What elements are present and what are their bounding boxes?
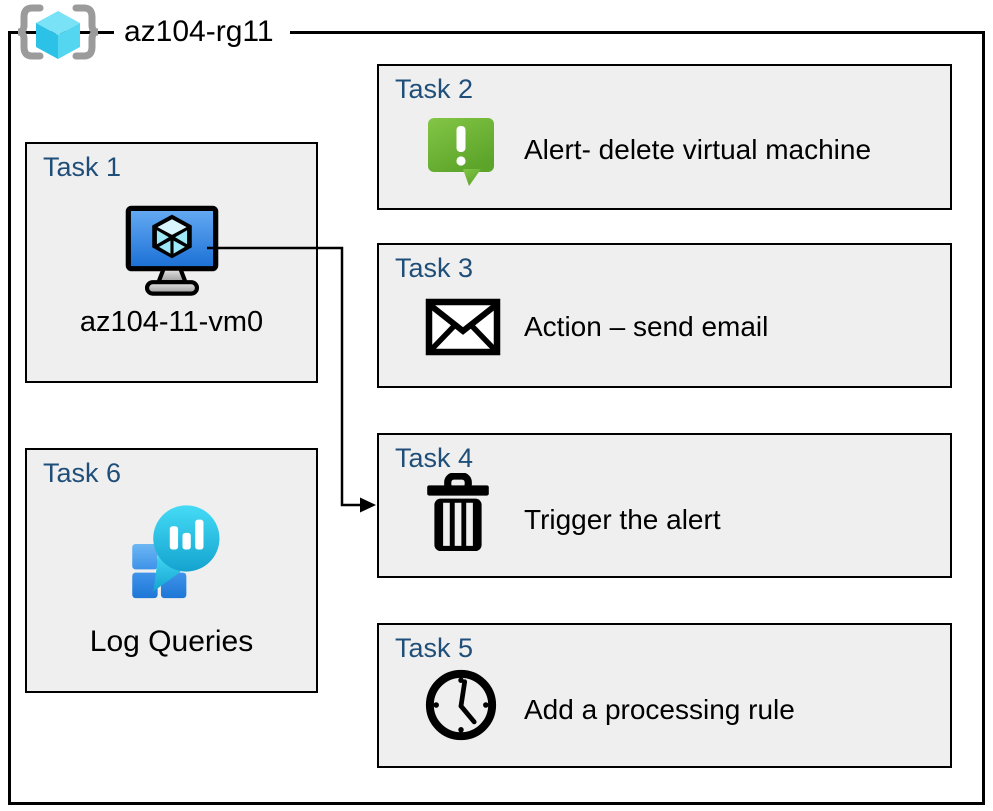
task-6-label: Log Queries	[89, 625, 254, 658]
resource-group-frame	[8, 31, 985, 805]
email-icon	[425, 298, 501, 356]
task-1-box: Task 1 az104-11-vm0	[25, 142, 318, 383]
task-6-box: Task 6 Log Queries	[25, 448, 318, 693]
task-4-title: Task 4	[395, 443, 474, 473]
task-3-box: Task 3 Action – send email	[377, 243, 952, 388]
alert-icon	[428, 118, 494, 186]
resource-group-header: az104-rg11	[10, 2, 290, 62]
task-6-title: Task 6	[43, 458, 122, 488]
resource-group-name: az104-rg11	[114, 3, 290, 61]
trash-icon	[427, 473, 489, 551]
task-2-label: Alert- delete virtual machine	[524, 134, 872, 165]
task-4-label: Trigger the alert	[524, 504, 721, 535]
virtual-machine-icon	[125, 205, 218, 296]
task-1-label: az104-11-vm0	[79, 306, 264, 338]
task-1-title: Task 1	[43, 152, 122, 182]
task-5-label: Add a processing rule	[524, 694, 795, 725]
task-5-title: Task 5	[395, 633, 474, 663]
resource-group-icon	[17, 4, 99, 60]
task-3-title: Task 3	[395, 253, 474, 283]
task-2-box: Task 2 Alert- delete virtual machine	[377, 64, 952, 210]
task-5-box: Task 5 Add a processing rule	[377, 623, 952, 768]
task-4-box: Task 4 Trigger the alert	[377, 433, 952, 578]
task-3-label: Action – send email	[524, 311, 769, 342]
task-2-title: Task 2	[395, 74, 474, 104]
clock-icon	[425, 669, 497, 741]
log-queries-icon	[131, 505, 219, 599]
